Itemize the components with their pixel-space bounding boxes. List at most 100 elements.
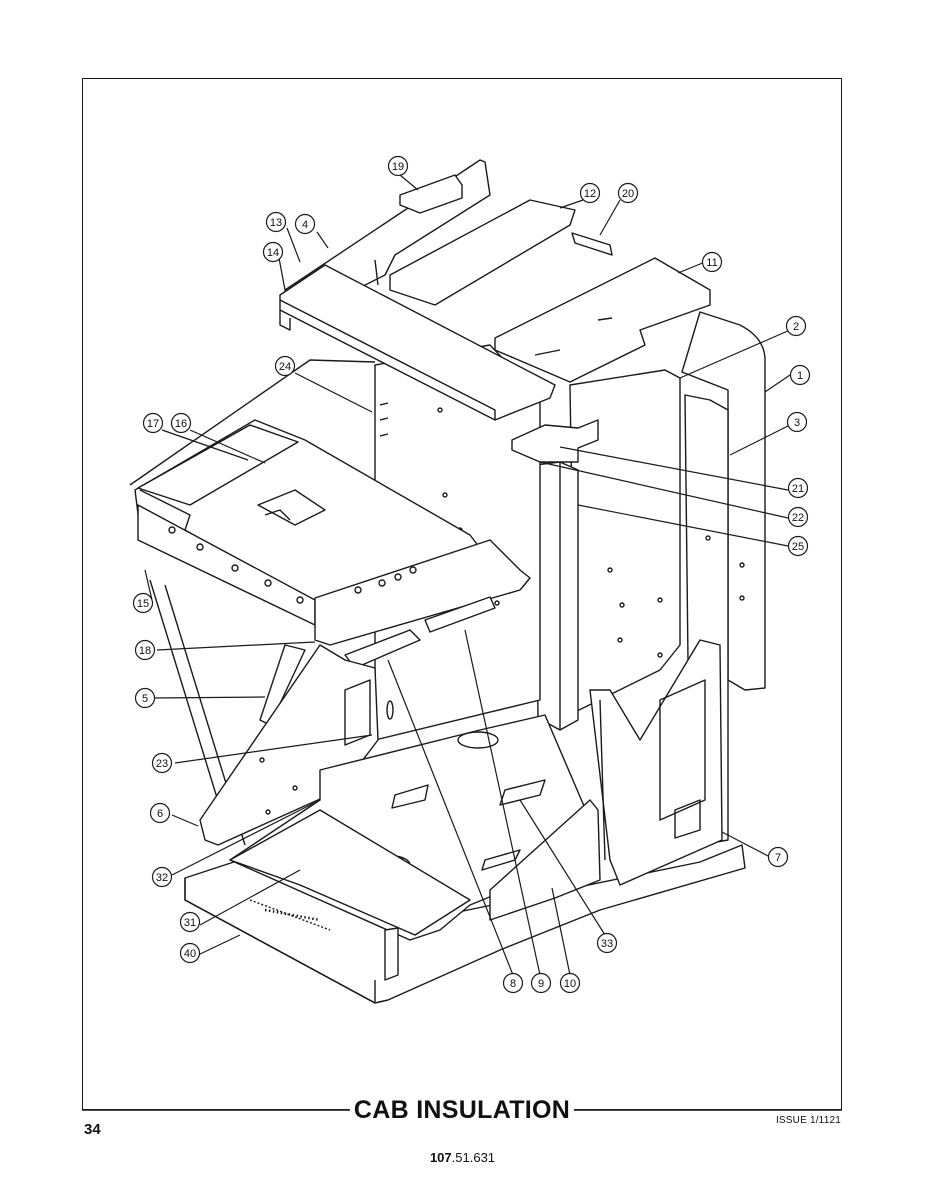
callout-label: 20 — [622, 188, 634, 200]
callout-circle — [596, 932, 618, 954]
callout-label: 11 — [706, 257, 717, 269]
callout-31: 31 — [179, 911, 201, 933]
roof-panel-11 — [494, 257, 711, 383]
roof-panel-12 — [389, 199, 576, 306]
page-title: CAB INSULATION — [349, 1095, 575, 1125]
callout-label: 25 — [792, 541, 804, 553]
callout-circle — [151, 866, 173, 888]
callout-label: 10 — [564, 978, 576, 990]
callout-circle — [149, 802, 171, 824]
pad-17 — [137, 424, 299, 506]
callout-circle — [265, 211, 287, 233]
callout-label: 19 — [392, 161, 404, 173]
callout-33: 33 — [596, 932, 618, 954]
callout-circle — [617, 182, 639, 204]
callout-13: 13 — [265, 211, 287, 233]
callout-40: 40 — [179, 942, 201, 964]
callout-5: 5 — [134, 687, 156, 709]
callout-18: 18 — [134, 639, 156, 661]
callout-circle — [579, 182, 601, 204]
issue-label: ISSUE 1/1121 — [775, 1115, 841, 1126]
callout-circle — [787, 506, 809, 528]
callout-16: 16 — [170, 412, 192, 434]
callout-22: 22 — [787, 506, 809, 528]
callout-circle — [179, 911, 201, 933]
callout-circle — [785, 315, 807, 337]
callout-6: 6 — [149, 802, 171, 824]
callout-20: 20 — [617, 182, 639, 204]
callout-circle — [789, 364, 811, 386]
callout-19: 19 — [387, 155, 409, 177]
callout-label: 5 — [142, 693, 148, 705]
callout-14: 14 — [262, 241, 284, 263]
roof-strip-20 — [571, 232, 613, 256]
callout-24: 24 — [274, 355, 296, 377]
callout-circle — [151, 752, 173, 774]
part-number-rest: .51.631 — [451, 1150, 496, 1165]
right-front-pillar — [589, 639, 723, 886]
callout-label: 4 — [302, 219, 308, 231]
callout-label: 3 — [794, 417, 800, 429]
callout-circle — [559, 972, 581, 994]
callout-label: 6 — [157, 808, 163, 820]
callout-circle — [274, 355, 296, 377]
callout-label: 13 — [270, 217, 282, 229]
callout-2: 2 — [785, 315, 807, 337]
callout-circle — [530, 972, 552, 994]
callout-circle — [787, 535, 809, 557]
callout-label: 24 — [279, 361, 291, 373]
callout-label: 18 — [139, 645, 151, 657]
front-header-beam — [279, 264, 556, 421]
callout-10: 10 — [559, 972, 581, 994]
callout-label: 15 — [137, 598, 149, 610]
callout-circle — [294, 213, 316, 235]
callout-3: 3 — [786, 411, 808, 433]
roof-pad-19 — [399, 174, 463, 214]
callout-9: 9 — [530, 972, 552, 994]
callout-25: 25 — [787, 535, 809, 557]
callout-label: 16 — [175, 418, 187, 430]
callout-4: 4 — [294, 213, 316, 235]
callout-label: 33 — [601, 938, 613, 950]
callout-label: 17 — [147, 418, 159, 430]
callout-21: 21 — [787, 477, 809, 499]
callout-circle — [787, 477, 809, 499]
rear-center-panel — [569, 369, 681, 713]
callout-circle — [502, 972, 524, 994]
callout-label: 1 — [797, 370, 803, 382]
console-side-panel — [314, 539, 531, 646]
strip-pad-9 — [424, 596, 496, 633]
callout-circle — [387, 155, 409, 177]
callout-circle — [142, 412, 164, 434]
part-number: 107.51.631 — [0, 1150, 925, 1165]
callout-label: 31 — [184, 917, 196, 929]
callout-circle — [786, 411, 808, 433]
callout-label: 21 — [792, 483, 804, 495]
callout-label: 7 — [775, 852, 781, 864]
callout-32: 32 — [151, 866, 173, 888]
callout-label: 40 — [184, 948, 196, 960]
callout-15: 15 — [132, 592, 154, 614]
callout-label: 8 — [510, 978, 516, 990]
callout-label: 23 — [156, 758, 168, 770]
bracket-21-22 — [511, 419, 599, 463]
callout-circle — [132, 592, 154, 614]
page-number: 34 — [84, 1121, 101, 1138]
callout-1: 1 — [789, 364, 811, 386]
callout-circle — [701, 251, 723, 273]
title-band: CAB INSULATION — [82, 1095, 842, 1125]
callout-8: 8 — [502, 972, 524, 994]
callout-11: 11 — [701, 251, 723, 273]
callout-12: 12 — [579, 182, 601, 204]
callout-label: 12 — [584, 188, 596, 200]
vertical-channel — [534, 461, 579, 731]
callout-circle — [134, 639, 156, 661]
leader-lines — [144, 174, 791, 976]
callout-circle — [179, 942, 201, 964]
callout-circle — [134, 687, 156, 709]
callout-label: 9 — [538, 978, 544, 990]
callout-circle — [767, 846, 789, 868]
callout-7: 7 — [767, 846, 789, 868]
